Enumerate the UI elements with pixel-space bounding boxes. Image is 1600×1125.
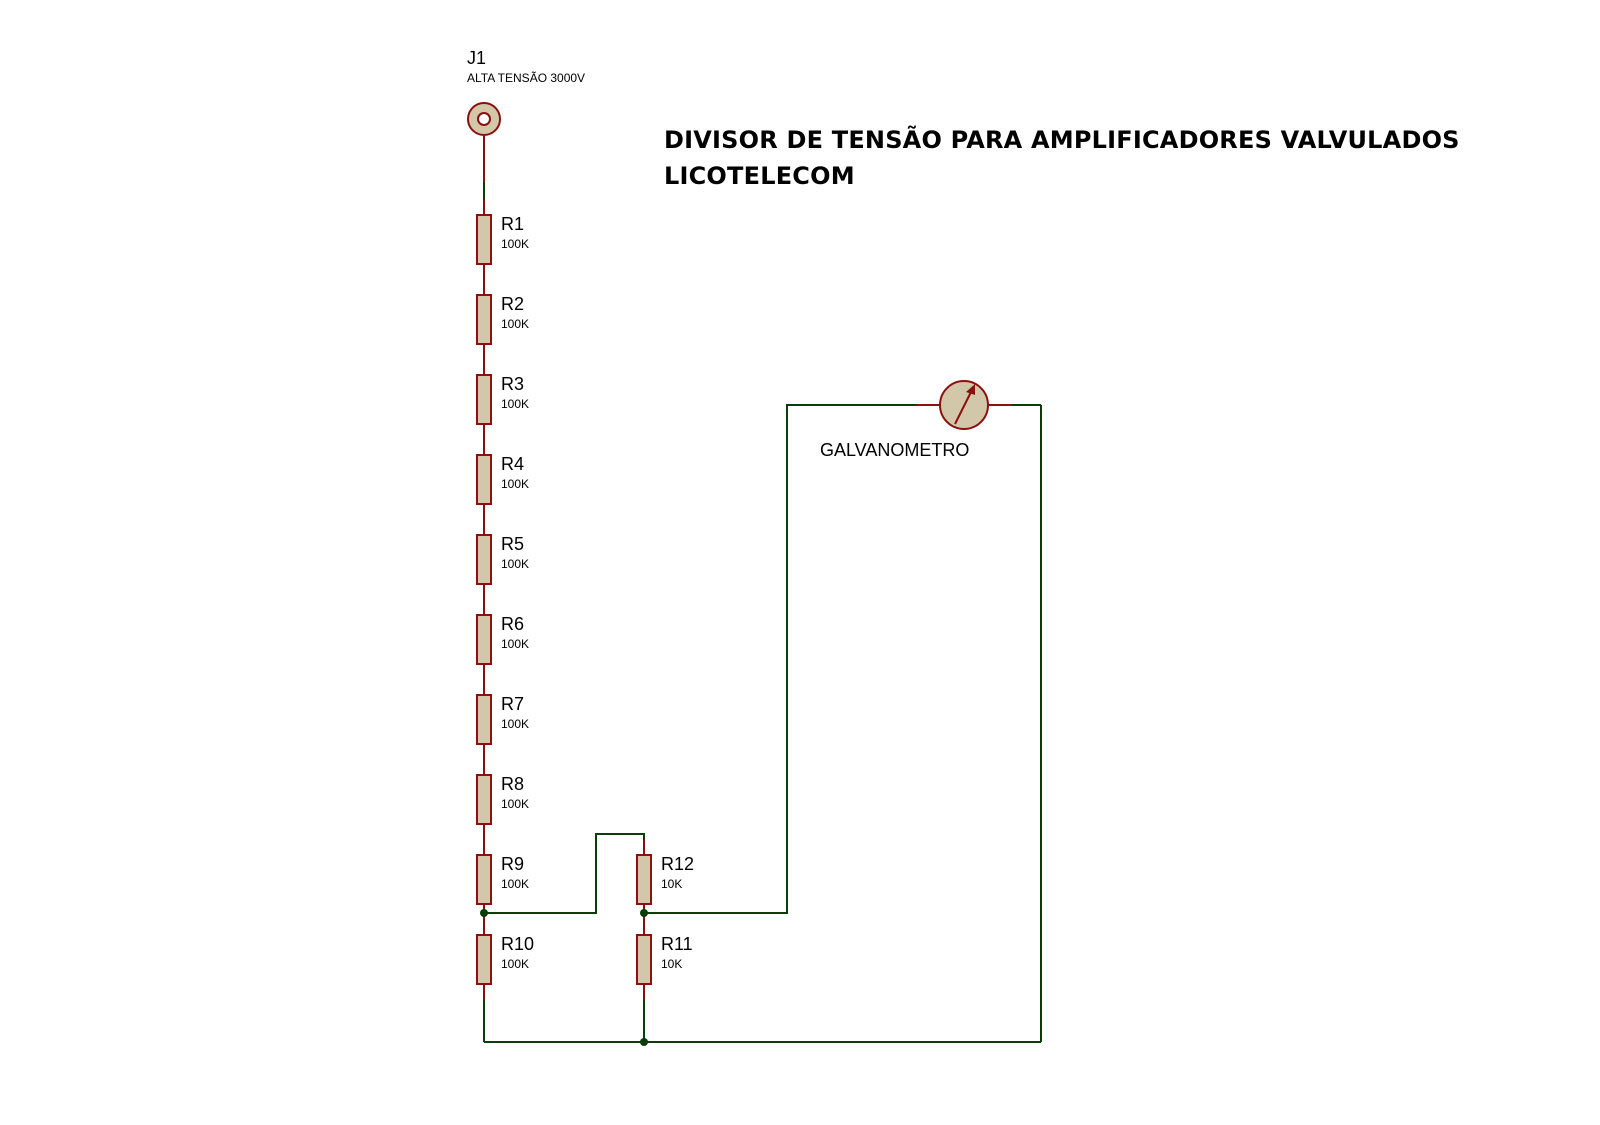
schematic-subtitle: LICOTELECOM xyxy=(664,162,855,190)
junctions xyxy=(480,909,648,1046)
r3-ref-label: R3 xyxy=(501,374,524,394)
junction-dot xyxy=(480,909,488,917)
junction-dot xyxy=(640,909,648,917)
r9-body xyxy=(476,854,492,905)
r9-ref-label: R9 xyxy=(501,854,524,874)
r11-body xyxy=(636,934,652,985)
meter-needle-icon xyxy=(954,389,973,425)
r12-body xyxy=(636,854,652,905)
r1-value-label: 100K xyxy=(501,237,529,251)
r7-value-label: 100K xyxy=(501,717,529,731)
galvanometer: GALVANOMETRO xyxy=(820,380,1012,460)
r6-body xyxy=(476,614,492,665)
wires xyxy=(483,182,1042,1043)
j1-value-label: ALTA TENSÃO 3000V xyxy=(467,71,585,85)
resistor-r4: R4 100K xyxy=(476,440,529,520)
resistor-r6: R6 100K xyxy=(476,600,529,680)
resistor-r3: R3 100K xyxy=(476,360,529,440)
r6-ref-label: R6 xyxy=(501,614,524,634)
r5-body xyxy=(476,534,492,585)
r1-ref-label: R1 xyxy=(501,214,524,234)
meter-label: GALVANOMETRO xyxy=(820,440,969,460)
r1-body xyxy=(476,214,492,265)
r8-value-label: 100K xyxy=(501,797,529,811)
r12-value-label: 10K xyxy=(661,877,682,891)
schematic-title: DIVISOR DE TENSÃO PARA AMPLIFICADORES VA… xyxy=(664,126,1460,154)
meter-arrowhead-icon xyxy=(966,384,975,395)
r5-value-label: 100K xyxy=(501,557,529,571)
r8-ref-label: R8 xyxy=(501,774,524,794)
resistor-r11: R11 10K xyxy=(636,920,693,1000)
resistor-r7: R7 100K xyxy=(476,680,529,760)
resistor-r8: R8 100K xyxy=(476,760,529,840)
r4-body xyxy=(476,454,492,505)
r6-value-label: 100K xyxy=(501,637,529,651)
resistor-r12: R12 10K xyxy=(636,840,694,920)
r3-body xyxy=(476,374,492,425)
r2-ref-label: R2 xyxy=(501,294,524,314)
r11-value-label: 10K xyxy=(661,957,682,971)
j1-ref-label: J1 xyxy=(467,48,486,68)
wire-r9-r12 xyxy=(484,833,645,914)
r10-body xyxy=(476,934,492,985)
r7-ref-label: R7 xyxy=(501,694,524,714)
resistor-r2: R2 100K xyxy=(476,280,529,360)
wire-r12-meter xyxy=(644,404,916,914)
resistor-r5: R5 100K xyxy=(476,520,529,600)
r10-value-label: 100K xyxy=(501,957,529,971)
r4-value-label: 100K xyxy=(501,477,529,491)
r4-ref-label: R4 xyxy=(501,454,524,474)
r5-ref-label: R5 xyxy=(501,534,524,554)
r10-ref-label: R10 xyxy=(501,934,534,954)
connector-j1: J1 ALTA TENSÃO 3000V xyxy=(467,48,585,182)
resistor-r10: R10 100K xyxy=(476,920,534,1000)
r2-value-label: 100K xyxy=(501,317,529,331)
r9-value-label: 100K xyxy=(501,877,529,891)
r7-body xyxy=(476,694,492,745)
resistor-r1: R1 100K xyxy=(476,200,529,280)
resistor-r9: R9 100K xyxy=(476,840,529,920)
r3-value-label: 100K xyxy=(501,397,529,411)
r8-body xyxy=(476,774,492,825)
r11-ref-label: R11 xyxy=(661,934,693,954)
r2-body xyxy=(476,294,492,345)
r12-ref-label: R12 xyxy=(661,854,694,874)
junction-dot xyxy=(640,1038,648,1046)
j1-inner-ring xyxy=(477,112,491,126)
